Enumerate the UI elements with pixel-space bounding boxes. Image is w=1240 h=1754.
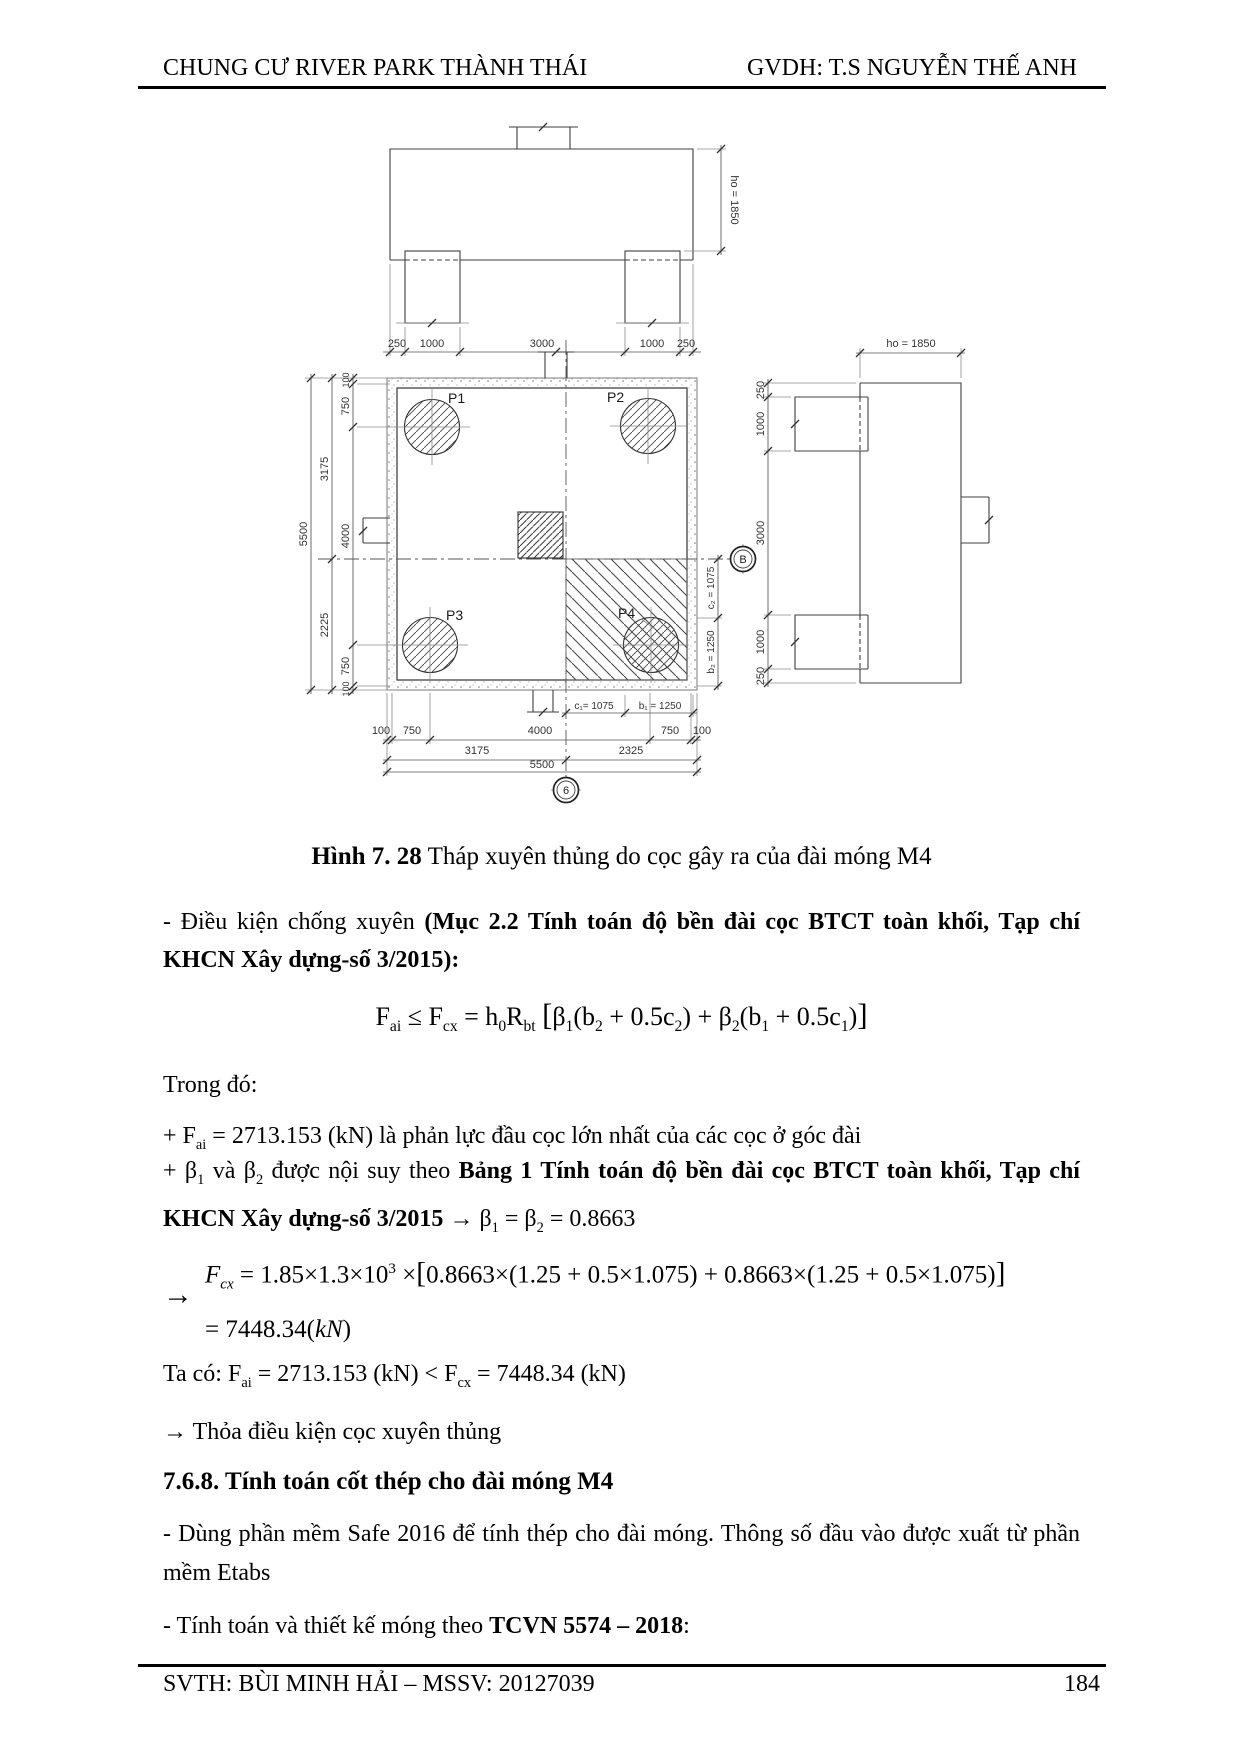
dim-label: 3000 (755, 521, 767, 545)
header-rule (138, 86, 1106, 89)
dim-label: 250 (388, 338, 406, 350)
figure-caption-number: Hình 7. 28 (311, 843, 422, 870)
pile-right (624, 250, 681, 324)
dim-label: 1000 (755, 630, 767, 654)
p1-bold: (Mục 2.2 Tính toán độ bền đài cọc BTCT t… (163, 909, 1080, 973)
dim-label: 1000 (755, 412, 767, 436)
footer-page-number: 184 (1064, 1671, 1100, 1697)
line-beta: + β1 và β2 được nội suy theo Bảng 1 Tính… (163, 1158, 1080, 1236)
grid-bubble-6: 6 (551, 776, 581, 804)
dim-label: 250 (755, 381, 767, 399)
figure-caption-text: Tháp xuyên thủng do cọc gây ra của đài m… (421, 843, 932, 870)
dim-label: 750 (340, 397, 352, 415)
dim-b1: b₁ = 1250 (639, 701, 682, 712)
pile-label: P2 (607, 389, 624, 405)
line-fai: + Fai = 2713.153 (kN) là phản lực đầu cọ… (163, 1123, 862, 1153)
dim-label: 750 (340, 657, 352, 675)
dim-label: 1000 (640, 338, 664, 350)
dim-label: 3175 (465, 745, 489, 757)
dim-label: 250 (755, 667, 767, 685)
dim-label: 100 (341, 372, 351, 387)
p3-colon: : (683, 1613, 690, 1639)
bottom-dimensions: c₁= 1075 b₁ = 1250 100 750 4000 750 100 … (372, 693, 711, 804)
dim-label: 4000 (340, 524, 352, 548)
dim-label: 100 (372, 725, 390, 737)
footer-student: SVTH: BÙI MINH HẢI – MSSV: 20127039 (163, 1671, 595, 1697)
grid-bubble-b: B (729, 544, 757, 574)
dim-ho-top: ho = 1850 (728, 175, 740, 224)
dim-c2: c₂ = 1075 (706, 566, 717, 609)
dim-ho-right: ho = 1850 (886, 338, 935, 350)
dim-label: 3000 (530, 338, 554, 350)
dim-label: 3175 (319, 457, 331, 481)
dim-label: 5500 (530, 759, 554, 771)
column-section (517, 511, 564, 559)
dim-label: 1000 (420, 338, 444, 350)
footer-rule (138, 1664, 1106, 1667)
dim-label: 100 (341, 681, 351, 696)
dim-label: 100 (693, 725, 711, 737)
pile-left (404, 250, 461, 324)
paragraph-tcvn: - Tính toán và thiết kế móng theo TCVN 5… (163, 1607, 1080, 1645)
formula-fcx-line2: = 7448.34(kN) (205, 1316, 352, 1344)
line-conclusion: → Thỏa điều kiện cọc xuyên thủng (163, 1419, 502, 1445)
p1-regular: - Điều kiện chống xuyên (163, 909, 425, 935)
svg-text:6: 6 (563, 785, 569, 797)
dim-label: 250 (677, 338, 695, 350)
p3-bold: TCVN 5574 – 2018 (489, 1613, 684, 1639)
figure-caption: Hình 7. 28 Tháp xuyên thủng do cọc gây r… (163, 838, 1080, 876)
left-dimensions: 100 750 4000 750 100 3175 2225 5500 (298, 372, 398, 697)
pile-P2: P2 (607, 388, 686, 464)
pile-label: P4 (618, 605, 635, 621)
section-heading-768: 7.6.8. Tính toán cốt thép cho đài móng M… (163, 1468, 614, 1495)
right-elevation-view: ho = 1850 (790, 338, 994, 684)
pile-P1: P1 (394, 389, 470, 465)
arrow-implies: → (163, 1278, 193, 1311)
paragraph-punching-condition: - Điều kiện chống xuyên (Mục 2.2 Tính to… (163, 903, 1080, 979)
dim-label: 2325 (619, 745, 643, 757)
formula-fcx-calculation: Fcx = 1.85×1.3×103 ×[0.8663×(1.25 + 0.5×… (205, 1246, 1105, 1353)
pile-top (794, 396, 869, 452)
dim-label: 4000 (528, 725, 552, 737)
paragraph-safe-2016: - Dùng phần mềm Safe 2016 để tính thép c… (163, 1521, 1080, 1586)
pile-label: P3 (446, 607, 463, 623)
pile-label: P1 (448, 390, 465, 406)
pile-bottom (794, 614, 869, 670)
line-comparison: Ta có: Fai = 2713.153 (kN) < Fcx = 7448.… (163, 1361, 626, 1391)
svg-text:B: B (739, 554, 746, 566)
pile-P4: P4 (613, 605, 689, 683)
right-small-dimensions: c₂ = 1075 b₂ = 1250 B (697, 544, 757, 691)
dim-label: 750 (661, 725, 679, 737)
plan-view: P1 P2 P3 P4 (318, 340, 755, 803)
dim-c1: c₁= 1075 (574, 701, 614, 712)
dim-label: 2225 (319, 613, 331, 637)
pile-P3: P3 (392, 607, 468, 683)
right-dimension-chain: 250 1000 3000 1000 250 (755, 378, 856, 688)
dim-label: 750 (403, 725, 421, 737)
formula-punching: Fai ≤ Fcx = h0Rbt [β1(b2 + 0.5c2) + β2(b… (375, 998, 868, 1036)
header-left: CHUNG CƯ RIVER PARK THÀNH THÁI (163, 55, 588, 81)
header-right: GVDH: T.S NGUYỄN THẾ ANH (747, 55, 1077, 81)
dim-label: 5500 (298, 522, 310, 546)
top-elevation-view: ho = 1850 250 1000 3000 1000 250 (383, 122, 740, 357)
formula-fcx-line1: Fcx = 1.85×1.3×103 ×[0.8663×(1.25 + 0.5×… (205, 1257, 1006, 1293)
p3-regular: - Tính toán và thiết kế móng theo (163, 1613, 490, 1639)
trong-do-label: Trong đó: (163, 1072, 258, 1098)
dim-b2: b₂ = 1250 (706, 630, 717, 674)
figure-drawing-pile-cap-M4: ho = 1850 250 1000 3000 1000 250 (298, 122, 994, 804)
